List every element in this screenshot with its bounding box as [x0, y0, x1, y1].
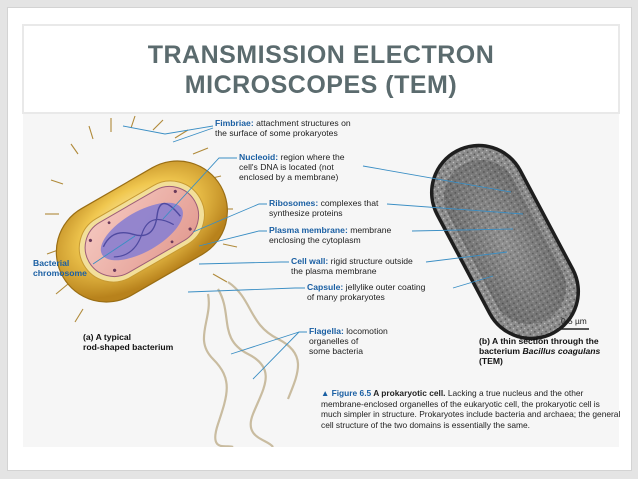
- figure-caption-heading: A prokaryotic cell.: [371, 388, 446, 398]
- scale-bar-label: 0.5 µm: [561, 316, 587, 326]
- caption-a-line: (a) A typical: [83, 332, 132, 342]
- caption-a-line: rod-shaped bacterium: [83, 342, 174, 352]
- tem-micrograph: [429, 143, 581, 341]
- caption-b-species: Bacillus coagulans: [522, 346, 601, 356]
- caption-a: (a) A typical rod-shaped bacterium: [83, 332, 173, 352]
- ribosomes-text: complexes that: [318, 198, 379, 208]
- flagella-text: locomotion: [343, 326, 388, 336]
- bacterial-chromosome-text: Bacterial: [33, 258, 70, 268]
- tem-nucleoid: [444, 159, 566, 325]
- ribosomes: [88, 189, 192, 272]
- label-nucleoid: Nucleoid: region where the cell's DNA is…: [239, 152, 345, 182]
- slide: TRANSMISSION ELECTRON MICROSCOPES (TEM): [7, 7, 632, 471]
- caption-b-line: (b) A thin section through the: [479, 336, 599, 346]
- dna-strand: [102, 202, 181, 248]
- leader-lines: [92, 125, 524, 380]
- fimbriae-text: attachment structures on: [253, 118, 351, 128]
- label-ribosomes: Ribosomes: complexes that synthesize pro…: [269, 198, 378, 218]
- figure-drawing: [45, 115, 589, 447]
- figure-caption-text: Lacking a true nucleus and the other mem…: [321, 388, 621, 430]
- flagella-text: some bacteria: [309, 346, 363, 356]
- caption-b: (b) A thin section through the bacterium…: [479, 336, 600, 366]
- label-cell-wall: Cell wall: rigid structure outside the p…: [291, 256, 413, 276]
- plasma-membrane-text: membrane: [347, 225, 392, 235]
- nucleoid-text: enclosed by a membrane): [239, 172, 339, 182]
- flagella-term: Flagella:: [309, 326, 344, 336]
- dna-strand: [113, 218, 175, 258]
- title-line-1: TRANSMISSION ELECTRON: [147, 41, 495, 69]
- label-capsule: Capsule: jellylike outer coating of many…: [307, 282, 425, 302]
- label-flagella: Flagella: locomotion organelles of some …: [309, 326, 388, 356]
- flagella-text: organelles of: [309, 336, 359, 346]
- plasma-membrane-text: enclosing the cytoplasm: [269, 235, 361, 245]
- figure-caption: ▲ Figure 6.5 A prokaryotic cell. Lacking…: [321, 388, 621, 430]
- label-bacterial-chromosome: Bacterial chromosome: [33, 258, 87, 278]
- nucleoid-text: region where the: [278, 152, 345, 162]
- caption-b-line: bacterium: [479, 346, 523, 356]
- label-fimbriae: Fimbriae: attachment structures on the s…: [215, 118, 351, 138]
- capsule-text: jellylike outer coating: [343, 282, 426, 292]
- capsule-text: of many prokaryotes: [307, 292, 385, 302]
- caption-b-line: (TEM): [479, 356, 503, 366]
- label-plasma-membrane: Plasma membrane: membrane enclosing the …: [269, 225, 391, 245]
- fimbriae-term: Fimbriae:: [215, 118, 254, 128]
- plasma-membrane-term: Plasma membrane:: [269, 225, 348, 235]
- cell-wall-text: the plasma membrane: [291, 266, 377, 276]
- nucleoid-text: cell's DNA is located (not: [239, 162, 334, 172]
- figure-caption-marker: ▲ Figure 6.5: [321, 388, 372, 398]
- slide-title: TRANSMISSION ELECTRON MICROSCOPES (TEM): [24, 40, 618, 100]
- prokaryotic-cell-figure: Fimbriae: attachment structures on the s…: [23, 114, 621, 447]
- fimbriae-text: the surface of some prokaryotes: [215, 128, 338, 138]
- bacterium-body: [55, 160, 228, 303]
- nucleoid: [100, 202, 183, 261]
- nucleoid-term: Nucleoid:: [239, 152, 279, 162]
- title-box: TRANSMISSION ELECTRON MICROSCOPES (TEM): [22, 24, 620, 114]
- cell-wall-term: Cell wall:: [291, 256, 329, 266]
- capsule-term: Capsule:: [307, 282, 344, 292]
- bacterial-chromosome-text: chromosome: [33, 268, 87, 278]
- flagella: [202, 281, 300, 447]
- ribosomes-text: synthesize proteins: [269, 208, 343, 218]
- ribosomes-term: Ribosomes:: [269, 198, 319, 208]
- cell-wall-text: rigid structure outside: [328, 256, 413, 266]
- title-line-2: MICROSCOPES (TEM): [184, 71, 458, 99]
